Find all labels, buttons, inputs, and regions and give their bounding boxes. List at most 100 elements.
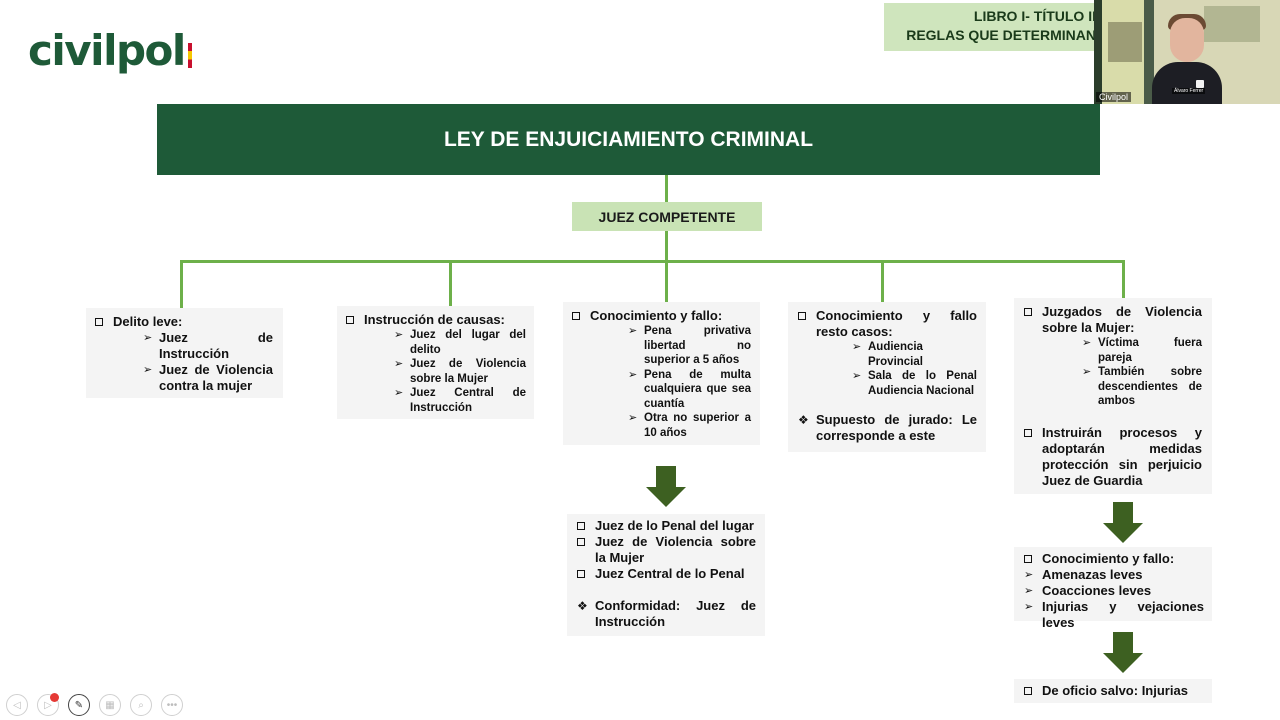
checkbox-bullet-icon bbox=[1024, 428, 1032, 437]
connector-root-down bbox=[665, 231, 668, 261]
diamond-bullet-icon: ❖ bbox=[577, 599, 588, 613]
presenter-figure bbox=[1152, 62, 1222, 104]
arrow-bullet-icon: ➢ bbox=[628, 412, 638, 424]
arrow-bullet-icon: ➢ bbox=[394, 329, 404, 341]
list-item: ➢Amenazas leves bbox=[1024, 567, 1143, 582]
list-item: Conocimiento y fallo: bbox=[572, 308, 751, 324]
logo-text: civilpol bbox=[28, 26, 186, 75]
connector-col1 bbox=[180, 260, 183, 310]
box-violencia-mujer: Juzgados de Violencia sobre la Mujer: ➢V… bbox=[1014, 298, 1212, 494]
list-item: ➢Sala de lo Penal Audiencia Nacional bbox=[852, 370, 977, 397]
box-delitos-leves-violencia: Conocimiento y fallo: ➢Amenazas leves ➢C… bbox=[1014, 547, 1212, 630]
arrow-bullet-icon: ➢ bbox=[394, 387, 404, 399]
list-item: ➢También sobre descendientes de ambos bbox=[1082, 366, 1202, 407]
list-item: ➢Víctima fuera pareja bbox=[1082, 337, 1202, 364]
list-item: ➢Juez de Instrucción bbox=[143, 330, 273, 361]
checkbox-bullet-icon bbox=[798, 312, 806, 320]
box-heading: Instrucción de causas: bbox=[364, 312, 505, 327]
connector-col2 bbox=[449, 260, 452, 306]
zoom-icon[interactable]: ⌕ bbox=[130, 694, 152, 716]
box-delito-leve: Delito leve: ➢Juez de Instrucción ➢Juez … bbox=[86, 308, 283, 398]
prev-icon[interactable]: ◁ bbox=[6, 694, 28, 716]
checkbox-bullet-icon bbox=[346, 316, 354, 324]
arrow-bullet-icon: ➢ bbox=[852, 341, 862, 353]
arrow-bullet-icon: ➢ bbox=[1024, 585, 1034, 597]
diagram-title-text: LEY DE ENJUICIAMIENTO CRIMINAL bbox=[443, 127, 814, 151]
arrow-bullet-icon: ➢ bbox=[852, 370, 862, 382]
box-resto-casos: Conocimiento y fallo resto casos: ➢Audie… bbox=[788, 302, 986, 452]
connector-col3 bbox=[665, 260, 668, 304]
arrow-bullet-icon: ➢ bbox=[628, 368, 638, 381]
checkbox-bullet-icon bbox=[95, 318, 103, 326]
list-item: Delito leve: bbox=[95, 314, 273, 330]
diamond-bullet-icon: ❖ bbox=[798, 413, 809, 427]
webcam-video[interactable]: Álvaro Ferrer Civilpol bbox=[1094, 0, 1280, 104]
root-node: JUEZ COMPETENTE bbox=[572, 202, 762, 231]
box-de-oficio: De oficio salvo: Injurias bbox=[1014, 679, 1212, 703]
arrow-bullet-icon: ➢ bbox=[628, 325, 638, 337]
checkbox-bullet-icon bbox=[577, 538, 585, 546]
list-item: ➢Injurias y vejaciones leves bbox=[1024, 599, 1204, 630]
list-item: De oficio salvo: Injurias bbox=[1024, 683, 1204, 699]
diagram-title: LEY DE ENJUICIAMIENTO CRIMINAL bbox=[157, 104, 1100, 175]
checkbox-bullet-icon bbox=[1024, 555, 1032, 563]
down-arrow-icon bbox=[1103, 632, 1143, 674]
box-heading: Juzgados de Violencia sobre la Mujer: bbox=[1042, 304, 1202, 335]
section-header-line2: REGLAS QUE DETERMINAN bbox=[906, 27, 1096, 43]
list-item: Instrucción de causas: bbox=[346, 312, 526, 328]
connector-horizontal bbox=[180, 260, 1125, 263]
presenter-name: Álvaro Ferrer bbox=[1172, 88, 1206, 94]
root-node-label: JUEZ COMPETENTE bbox=[598, 208, 736, 225]
presentation-toolbar: ◁ ▷ ✎ ▦ ⌕ ••• bbox=[0, 688, 200, 720]
connector-col5 bbox=[1122, 260, 1125, 300]
arrow-bullet-icon: ➢ bbox=[1024, 569, 1034, 581]
box-heading: Conocimiento y fallo: bbox=[590, 308, 723, 323]
connector-col4 bbox=[881, 260, 884, 304]
arrow-bullet-icon: ➢ bbox=[143, 364, 153, 376]
section-header-line1: LIBRO I- TÍTULO II bbox=[973, 8, 1096, 24]
down-arrow-icon bbox=[1103, 502, 1143, 544]
arrow-bullet-icon: ➢ bbox=[394, 358, 404, 370]
box-heading: Delito leve: bbox=[113, 314, 183, 329]
list-item: ❖Supuesto de jurado: Le corresponde a es… bbox=[798, 412, 977, 443]
list-item: Juzgados de Violencia sobre la Mujer: bbox=[1024, 304, 1202, 336]
more-icon[interactable]: ••• bbox=[161, 694, 183, 716]
arrow-bullet-icon: ➢ bbox=[1082, 337, 1092, 349]
list-item: Conocimiento y fallo resto casos: bbox=[798, 308, 977, 340]
video-label: Civilpol bbox=[1096, 92, 1132, 102]
list-item: ➢Pena privativa libertad no superior a 5… bbox=[628, 325, 751, 366]
connector-title-root bbox=[665, 175, 668, 202]
list-item: ❖Conformidad: Juez de Instrucción bbox=[577, 598, 756, 629]
list-item: ➢Otra no superior a 10 años bbox=[628, 412, 751, 439]
list-item: Instruirán procesos y adoptarán medidas … bbox=[1024, 425, 1202, 489]
arrow-bullet-icon: ➢ bbox=[1024, 601, 1034, 613]
civilpol-logo: civilpol bbox=[28, 26, 192, 75]
laser-pointer-icon bbox=[50, 693, 59, 702]
list-item: ➢Pena de multa cualquiera que sea cuantí… bbox=[628, 368, 751, 410]
down-arrow-icon bbox=[646, 466, 686, 508]
flag-mark bbox=[187, 43, 192, 68]
list-item: ➢Juez Central de Instrucción bbox=[394, 387, 526, 414]
checkbox-bullet-icon bbox=[577, 522, 585, 530]
list-item: Juez de lo Penal del lugar bbox=[577, 518, 756, 534]
box-heading: Conocimiento y fallo: bbox=[1042, 551, 1175, 566]
box-conocimiento-fallo: Conocimiento y fallo: ➢Pena privativa li… bbox=[563, 302, 760, 445]
list-item: ➢Audiencia Provincial bbox=[852, 341, 923, 368]
list-item: ➢Juez de Violencia sobre la Mujer bbox=[394, 358, 526, 385]
list-item: ➢Coacciones leves bbox=[1024, 583, 1152, 598]
checkbox-bullet-icon bbox=[1024, 687, 1032, 695]
section-header-box: LIBRO I- TÍTULO II REGLAS QUE DETERMINAN bbox=[884, 3, 1110, 51]
pen-icon[interactable]: ✎ bbox=[68, 694, 90, 716]
list-item: ➢Juez del lugar del delito bbox=[394, 329, 526, 356]
list-item: Conocimiento y fallo: bbox=[1024, 551, 1204, 567]
arrow-bullet-icon: ➢ bbox=[143, 332, 153, 344]
checkbox-bullet-icon bbox=[577, 570, 585, 578]
grid-icon[interactable]: ▦ bbox=[99, 694, 121, 716]
box-juez-penal: Juez de lo Penal del lugar Juez de Viole… bbox=[567, 514, 765, 636]
arrow-bullet-icon: ➢ bbox=[1082, 366, 1092, 378]
list-item: Juez Central de lo Penal bbox=[577, 566, 756, 582]
checkbox-bullet-icon bbox=[1024, 308, 1032, 316]
checkbox-bullet-icon bbox=[572, 312, 580, 320]
list-item: Juez de Violencia sobre la Mujer bbox=[577, 534, 756, 566]
list-item: ➢Juez de Violencia contra la mujer bbox=[143, 362, 273, 393]
